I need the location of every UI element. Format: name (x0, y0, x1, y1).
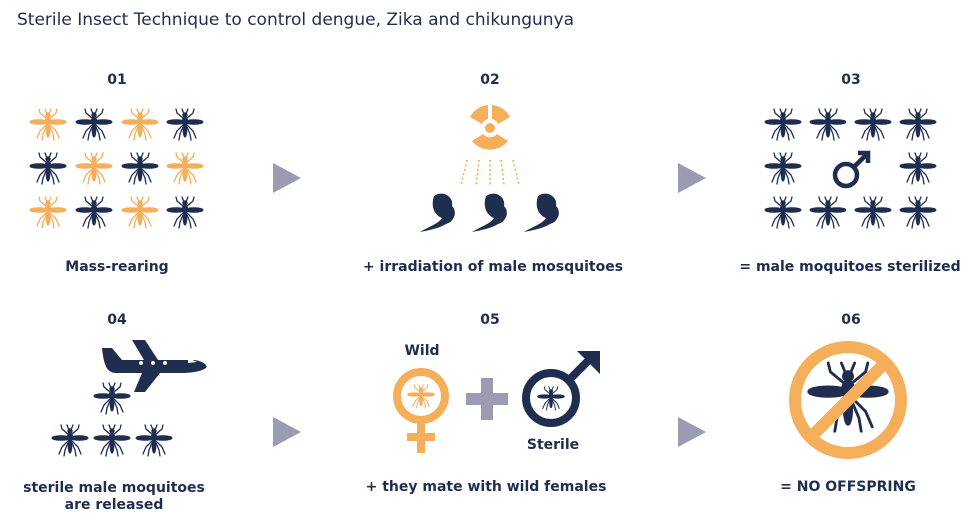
step-number: 06 (841, 312, 861, 328)
diagram-title: Sterile Insect Technique to control deng… (17, 10, 575, 30)
arrow-right-icon (273, 417, 301, 447)
step-label: + irradiation of male mosquitoes (362, 259, 624, 275)
female-symbol-icon (393, 368, 449, 453)
arrow-right-icon (678, 417, 706, 447)
sterile-label: Sterile (526, 437, 580, 453)
step-label: + they mate with wild females (365, 479, 607, 495)
step-label: = NO OFFSPRING (780, 479, 916, 495)
step-number: 03 (841, 72, 861, 88)
step-label: Mass-rearing (65, 259, 169, 275)
male-symbol-icon (832, 150, 871, 189)
step-number: 04 (107, 312, 127, 328)
step-label-line-1: sterile male moquitoes (23, 480, 205, 496)
step-label-line-2: are released (64, 497, 164, 513)
arrow-right-icon (273, 163, 301, 193)
plus-icon (466, 378, 508, 420)
step-number: 01 (107, 72, 127, 88)
step-label: = male moquitoes sterilized (739, 259, 961, 275)
step-number: 02 (480, 72, 500, 88)
arrow-right-icon (678, 163, 706, 193)
airplane-icon (102, 340, 207, 392)
wild-label: Wild (404, 343, 440, 359)
step-number: 05 (480, 312, 500, 328)
